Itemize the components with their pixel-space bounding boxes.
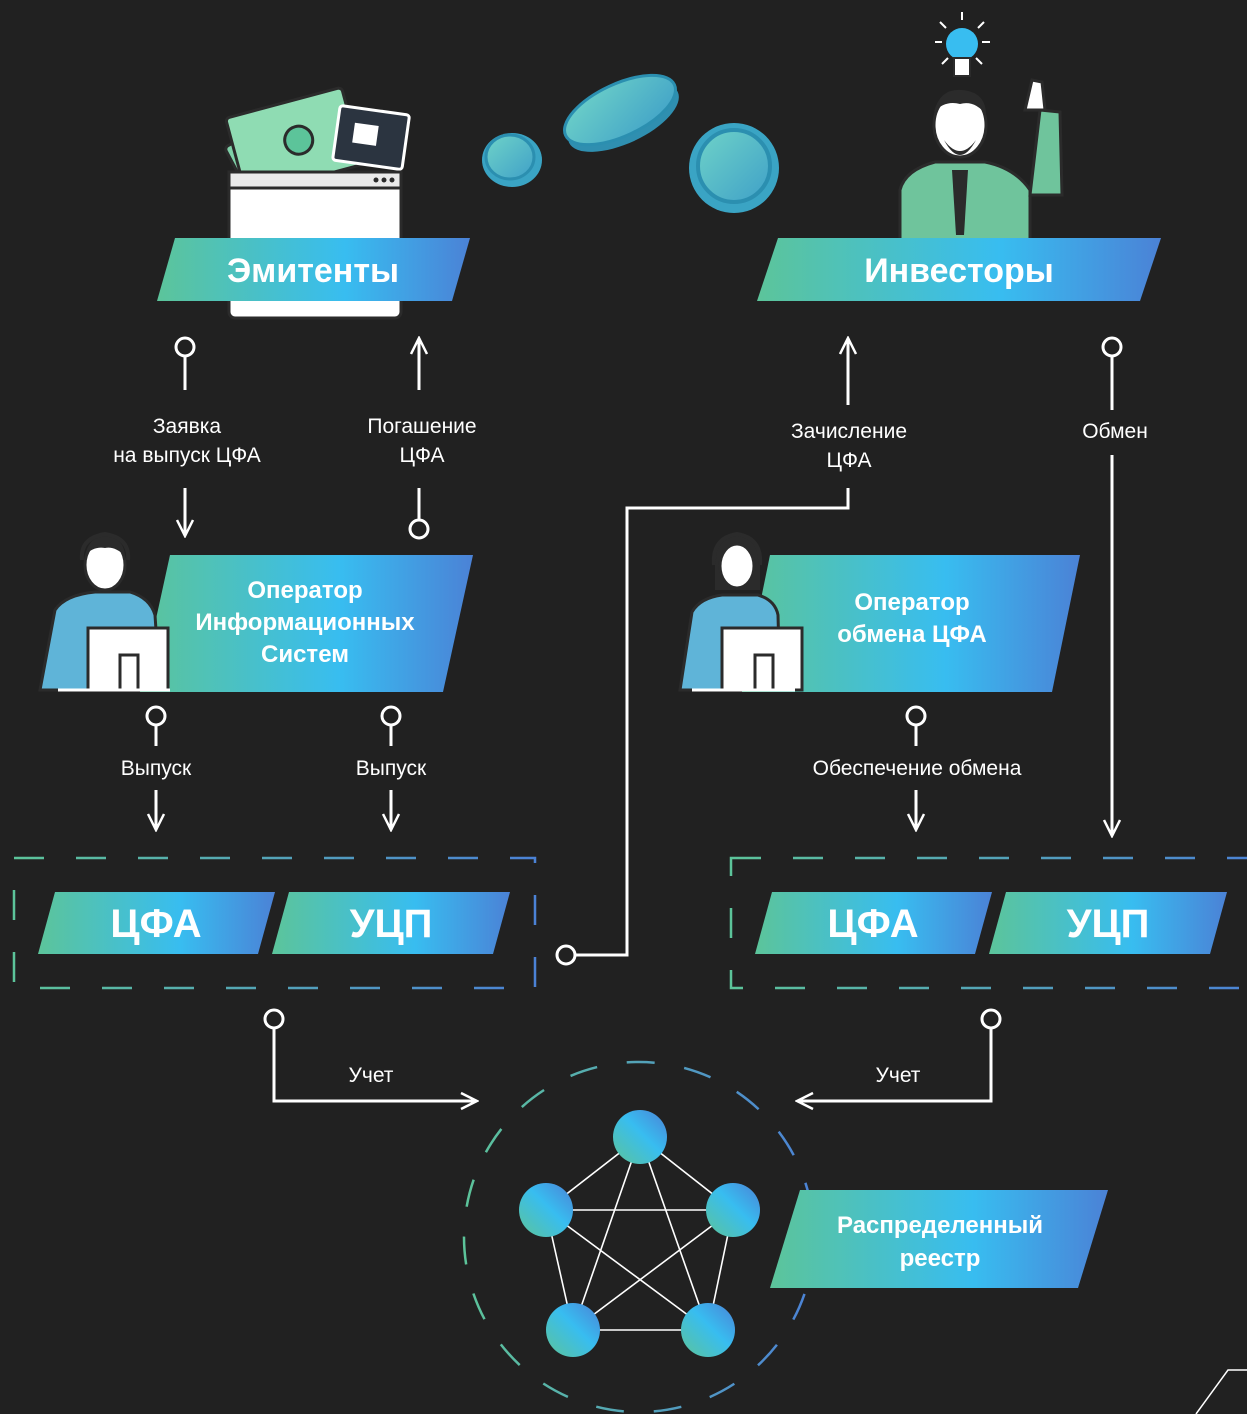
request-label-line2: на выпуск ЦФА [113,444,261,467]
issue-right-label: Выпуск [356,757,427,780]
credit-label-line1: Зачисление [791,420,907,443]
network-node [706,1183,760,1237]
exchange-connector [1101,336,1123,836]
registry-line2: реестр [900,1245,981,1272]
request-connector [174,336,196,536]
right-operator-line1: Оператор [854,589,969,616]
operator-person-icon [38,531,170,692]
left-operator-line1: Оператор [247,577,362,604]
right-accounting-label: Учет [876,1064,921,1087]
issuers-title: Эмитенты [227,252,399,290]
left-ucp-label: УЦП [350,902,433,946]
right-asset-group [729,856,1247,990]
right-cfa-box: ЦФА [755,892,992,954]
left-accounting-label: Учет [349,1064,394,1087]
left-accounting-connector [263,1008,477,1101]
right-operator-banner: Оператор обмена ЦФА [742,555,1080,692]
investor-person-icon [898,78,1064,242]
issue-right-connector [380,705,402,830]
credit-connector [555,338,848,966]
issue-left-connector [145,705,167,830]
investors-title: Инвесторы [864,252,1054,290]
network-node [681,1303,735,1357]
left-operator-banner: Оператор Информационных Систем [140,555,473,692]
corner-decoration [1195,1369,1247,1414]
left-operator-line2: Информационных [195,609,415,636]
exchange-label: Обмен [1082,420,1148,443]
redemption-label-line1: Погашение [367,415,476,438]
left-asset-group [12,856,537,990]
network-node [613,1110,667,1164]
right-ucp-box: УЦП [989,892,1227,954]
left-ucp-box: УЦП [272,892,510,954]
network-nodes-icon [519,1110,760,1357]
redemption-label-line2: ЦФА [399,444,444,467]
lightbulb-icon [935,12,990,77]
network-node [519,1183,573,1237]
exchange-support-connector [905,705,927,830]
issue-left-label: Выпуск [121,757,192,780]
exchange-support-label: Обеспечение обмена [813,757,1022,780]
right-operator-line2: обмена ЦФА [837,621,987,648]
issuers-banner: Эмитенты [157,238,470,301]
left-operator-line3: Систем [261,641,349,668]
coin-icon [482,73,779,213]
redemption-connector [408,338,430,540]
credit-label-line2: ЦФА [826,449,871,472]
right-accounting-connector [797,1008,1002,1101]
operator-person-icon [678,531,804,692]
right-cfa-label: ЦФА [827,902,918,946]
left-cfa-box: ЦФА [38,892,275,954]
investors-banner: Инвесторы [757,238,1161,301]
registry-line1: Распределенный [837,1212,1043,1239]
network-node [546,1303,600,1357]
right-ucp-label: УЦП [1067,902,1150,946]
left-cfa-label: ЦФА [110,902,201,946]
registry-banner: Распределенный реестр [770,1190,1108,1288]
request-label-line1: Заявка [153,415,222,438]
